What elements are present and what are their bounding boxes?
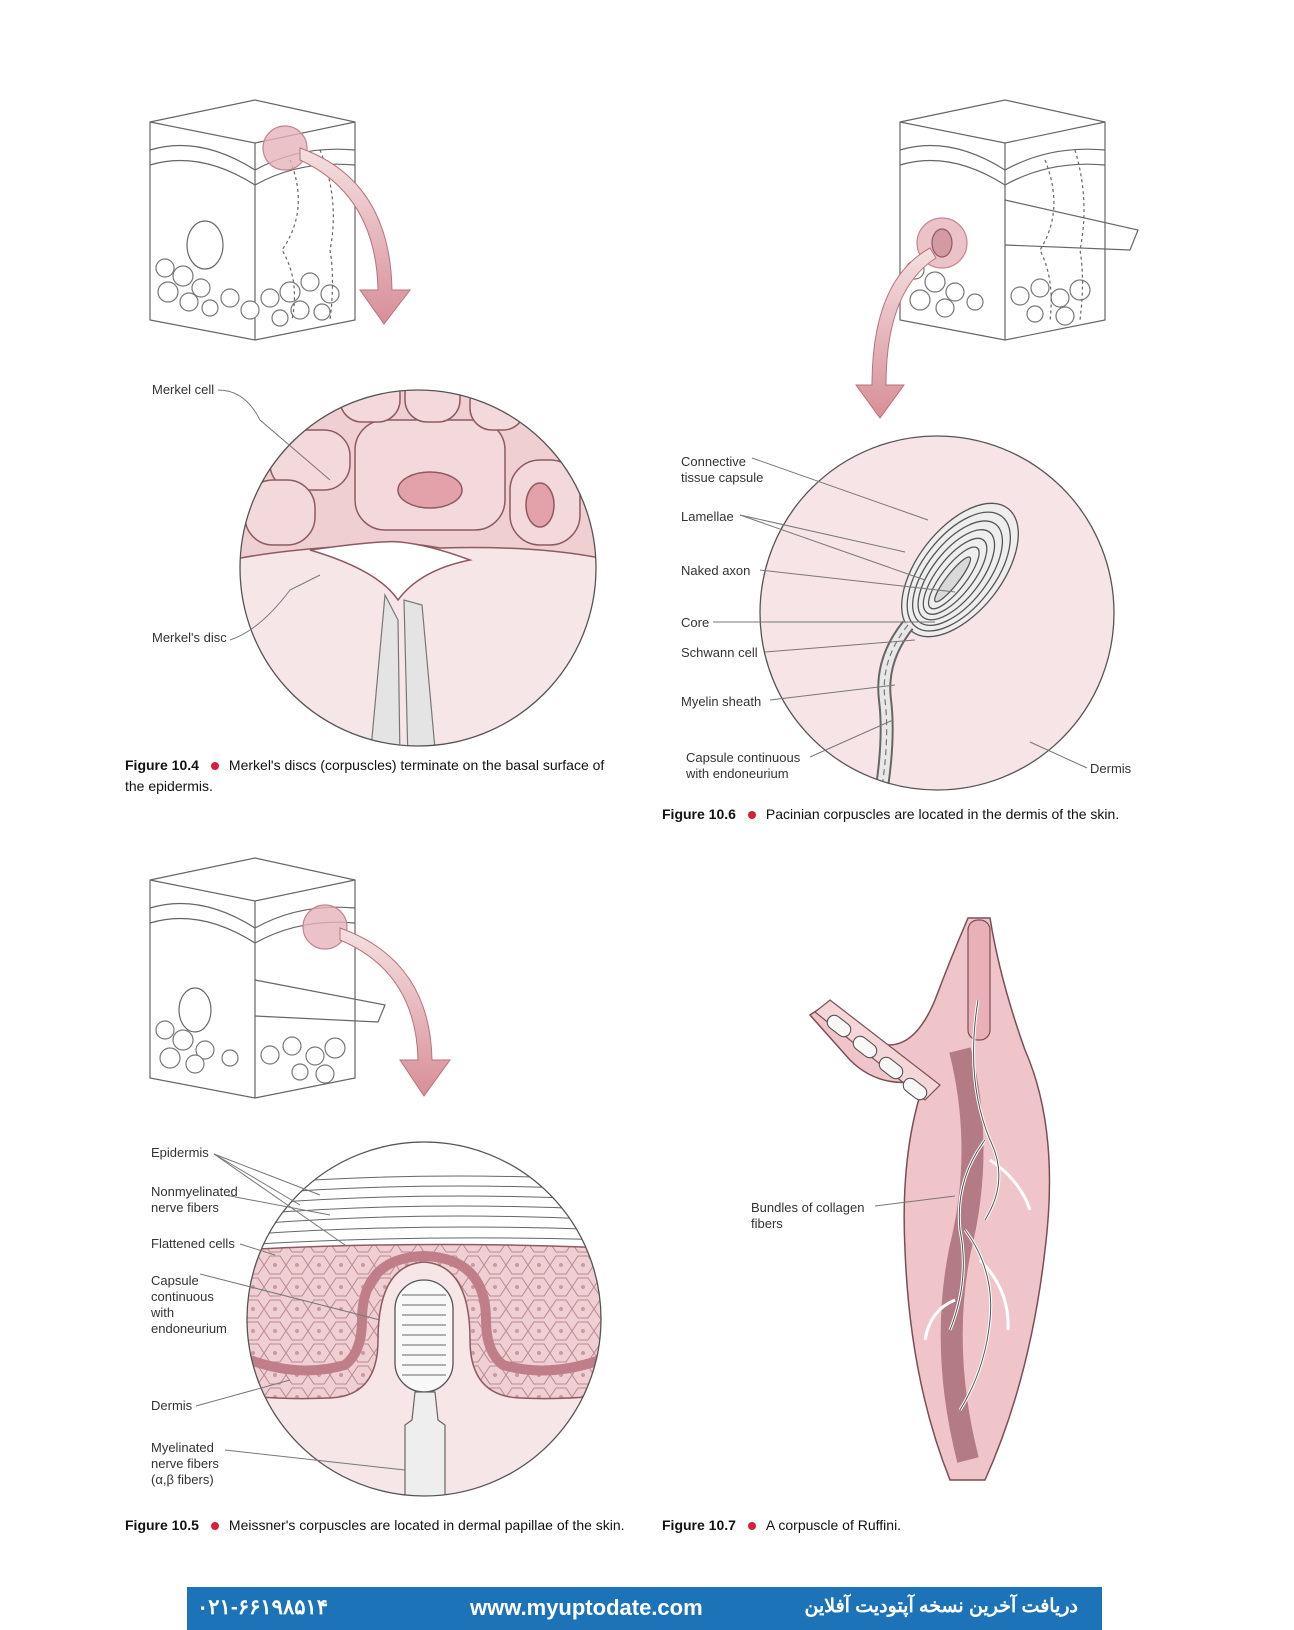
figure-number: Figure 10.7 — [662, 1517, 736, 1533]
label-myelin-sheath: Myelin sheath — [681, 694, 762, 709]
footer-banner: ۰۲۱-۶۶۱۹۸۵۱۴ www.myuptodate.com دریافت آ… — [187, 1587, 1102, 1630]
leaders-fig105 — [195, 1153, 406, 1471]
label-capsule-endoneurium: Capsule continuous with endoneurium — [151, 1273, 227, 1336]
caption-text: Meissner's corpuscles are located in der… — [228, 1517, 625, 1533]
bullet-icon — [747, 1521, 756, 1530]
figure-number: Figure 10.5 — [125, 1517, 199, 1533]
leaders-fig106 — [713, 457, 1088, 769]
caption-fig106: Figure 10.6 Pacinian corpuscles are locat… — [662, 804, 1282, 825]
caption-text: Merkel's discs (corpuscles) terminate on… — [125, 757, 605, 794]
skin-block-fig106 — [899, 99, 1139, 341]
bullet-icon — [210, 761, 219, 770]
label-nonmyelinated-fibers: Nonmyelinated nerve fibers — [151, 1184, 238, 1215]
footer-phone: ۰۲۱-۶۶۱۹۸۵۱۴ — [197, 1596, 329, 1619]
bullet-icon — [747, 810, 756, 819]
label-lamellae: Lamellae — [681, 509, 734, 524]
skin-block-fig104 — [149, 99, 356, 341]
label-capsule-continuous: Capsule continuous with endoneurium — [686, 750, 801, 781]
zoom-circle-fig106 — [760, 436, 1114, 790]
label-bundles-collagen: Bundles of collagen fibers — [751, 1200, 865, 1231]
label-epidermis: Epidermis — [151, 1145, 209, 1160]
label-connective-tissue-capsule: Connective tissue capsule — [681, 454, 764, 485]
zoom-arrow-fig106 — [855, 247, 937, 419]
caption-text: Pacinian corpuscles are located in the d… — [765, 806, 1120, 822]
label-myelinated-fibers: Myelinated nerve fibers (α,β fibers) — [151, 1440, 219, 1487]
label-schwann-cell: Schwann cell — [681, 645, 758, 660]
zoom-arrow-fig105 — [339, 927, 451, 1097]
skin-block-fig105 — [149, 857, 386, 1099]
figure-number: Figure 10.4 — [125, 757, 199, 773]
label-merkels-disc: Merkel's disc — [152, 630, 227, 645]
footer-url[interactable]: www.myuptodate.com — [470, 1595, 703, 1620]
leaders-fig104 — [217, 389, 331, 641]
bullet-icon — [210, 1521, 219, 1530]
label-core: Core — [681, 615, 710, 630]
label-naked-axon: Naked axon — [681, 563, 751, 578]
zoom-arrow-fig104 — [299, 147, 412, 325]
footer-persian-text: دریافت آخرین نسخه آپتودیت آفلاین — [804, 1596, 1079, 1617]
label-flattened-cells: Flattened cells — [151, 1236, 235, 1251]
figure-number: Figure 10.6 — [662, 806, 736, 822]
zoom-circle-fig104 — [240, 390, 596, 746]
caption-fig107: Figure 10.7 A corpuscle of Ruffini. — [662, 1515, 1062, 1536]
label-dermis-fig106: Dermis — [1090, 761, 1132, 776]
ruffini-corpuscle — [808, 917, 1051, 1481]
caption-text: A corpuscle of Ruffini. — [765, 1517, 902, 1533]
zoom-circle-fig105 — [247, 1142, 601, 1496]
caption-fig105: Figure 10.5 Meissner's corpuscles are loc… — [125, 1515, 645, 1536]
label-dermis-fig105: Dermis — [151, 1398, 193, 1413]
label-merkel-cell: Merkel cell — [152, 382, 215, 397]
